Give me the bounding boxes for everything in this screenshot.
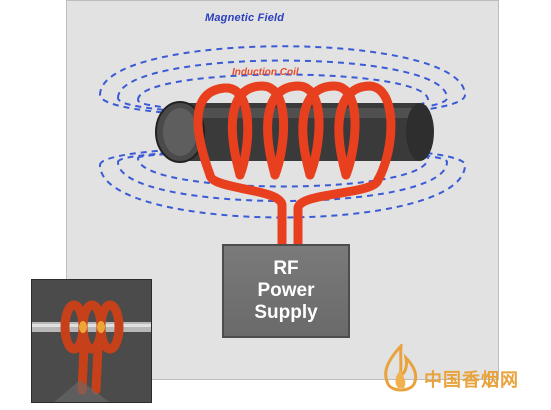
power-supply-line-1: RF: [273, 258, 299, 279]
field-loop-outer-bottom: [98, 145, 467, 219]
watermark-text: 中国香烟网: [424, 370, 519, 391]
power-supply-line-3: Supply: [254, 302, 318, 323]
power-supply-line-2: Power: [257, 280, 315, 301]
flame-icon: [384, 344, 418, 392]
field-loop-mid-bottom: [116, 149, 449, 202]
magnetic-field-label: Magnetic Field: [205, 12, 285, 24]
induction-coil-label: Induction Coil: [232, 67, 299, 78]
coil-photo-inset: [31, 279, 152, 403]
coil-photo: [32, 280, 151, 402]
field-loop-inner-bottom: [136, 151, 430, 188]
rf-power-supply-box: RF Power Supply: [222, 244, 350, 338]
field-loop-outer-top: [98, 45, 467, 119]
induction-coil: [193, 81, 396, 249]
